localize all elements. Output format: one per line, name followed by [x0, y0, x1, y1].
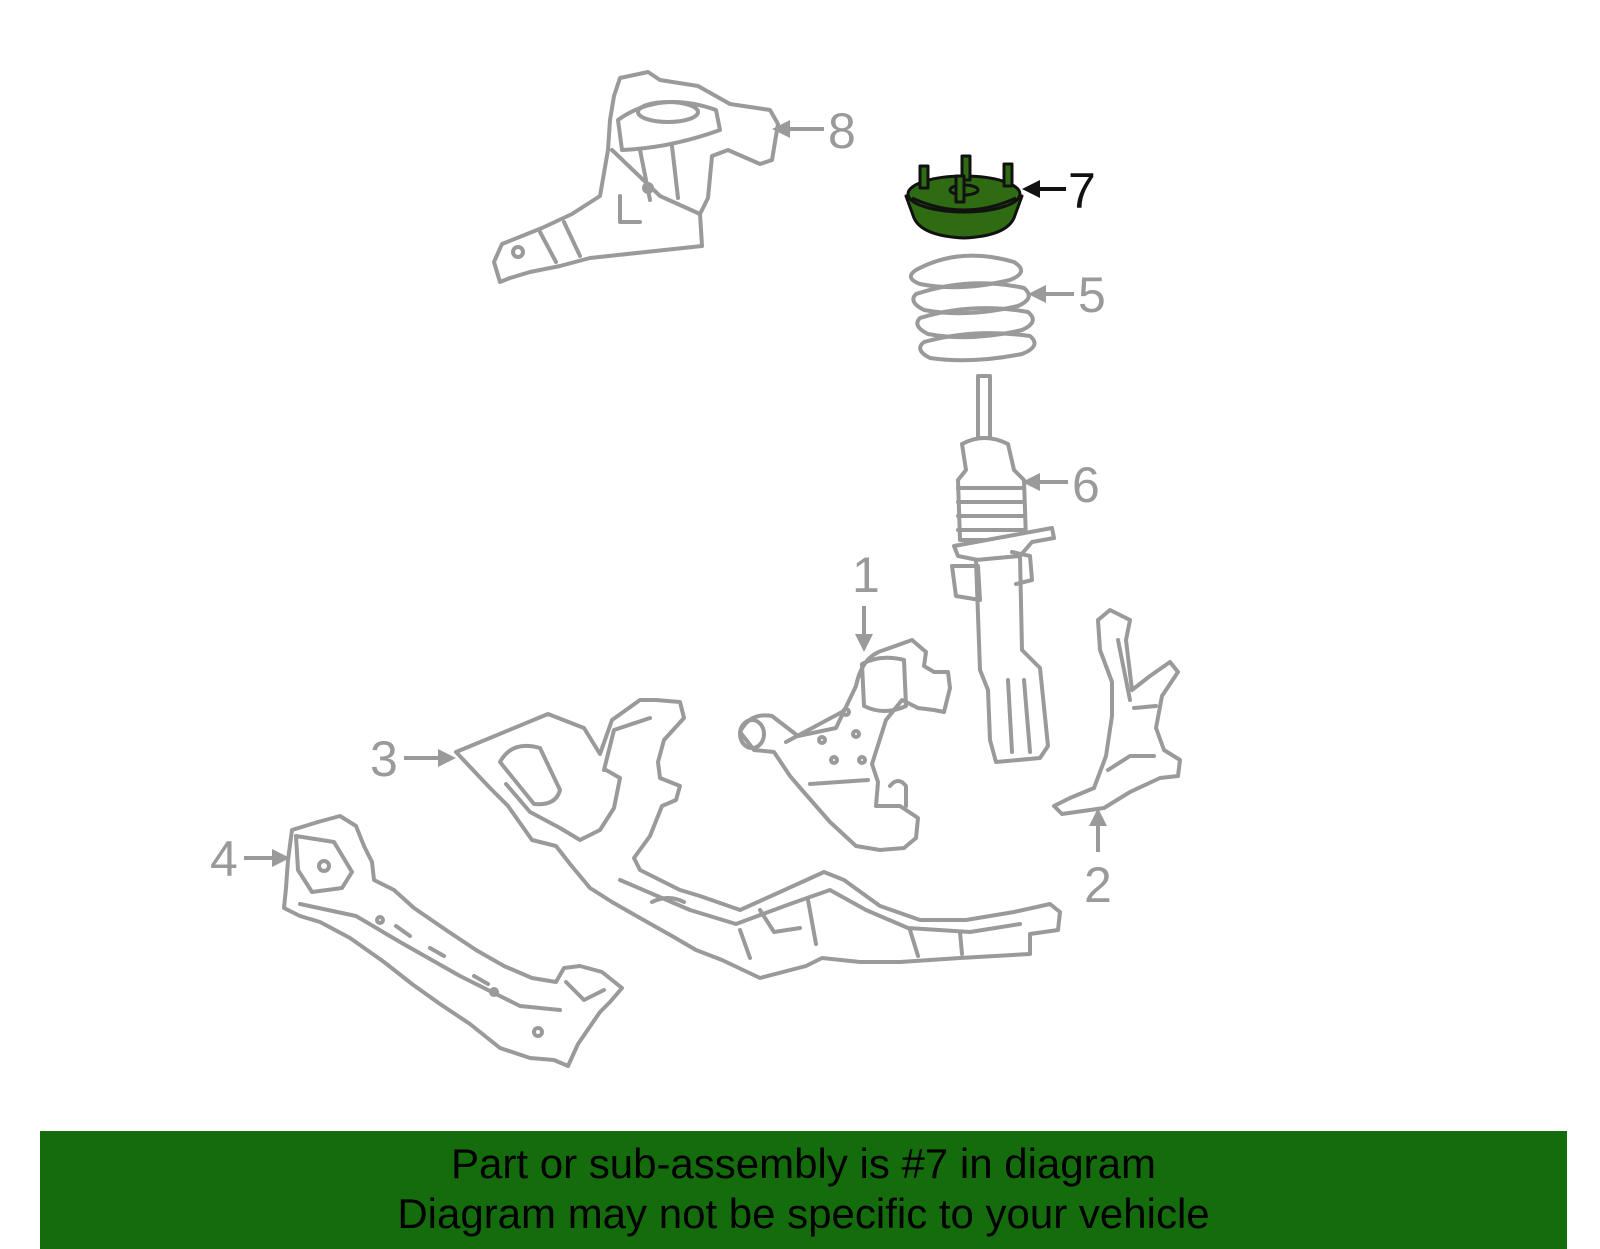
info-banner: Part or sub-assembly is #7 in diagram Di…: [40, 1131, 1567, 1249]
callout-4[interactable]: 4: [210, 831, 290, 887]
part-7-strut-mount[interactable]: [904, 154, 1024, 240]
part-2-knuckle[interactable]: [1052, 608, 1182, 816]
callout-2[interactable]: 2: [1084, 808, 1112, 913]
callout-label: 7: [1068, 163, 1096, 219]
banner-line-part: Part or sub-assembly is #7 in diagram: [451, 1140, 1156, 1187]
callout-label: 6: [1072, 457, 1100, 513]
callout-label: 3: [370, 731, 398, 787]
callout-label: 1: [852, 547, 880, 603]
part-1-control-arm[interactable]: [738, 638, 952, 852]
part-5-coil-spring[interactable]: [908, 253, 1037, 363]
callout-label: 5: [1078, 267, 1106, 323]
suspension-diagram: 8 7 5 6 1 2 3 4: [210, 70, 1182, 1068]
part-8-strut-tower[interactable]: [492, 70, 780, 284]
part-3-crossmember[interactable]: [454, 698, 1062, 980]
part-6-strut[interactable]: [950, 374, 1056, 764]
callout-6[interactable]: 6: [1022, 457, 1100, 513]
part-4-subframe[interactable]: [282, 814, 624, 1068]
callout-1[interactable]: 1: [852, 547, 880, 652]
callout-8[interactable]: 8: [772, 103, 856, 159]
callout-7[interactable]: 7: [1022, 163, 1096, 219]
callout-label: 8: [828, 103, 856, 159]
callout-label: 2: [1084, 857, 1112, 913]
banner-line-disclaimer: Diagram may not be specific to your vehi…: [397, 1190, 1210, 1237]
callout-5[interactable]: 5: [1028, 267, 1106, 323]
callout-label: 4: [210, 831, 238, 887]
callout-3[interactable]: 3: [370, 731, 456, 787]
